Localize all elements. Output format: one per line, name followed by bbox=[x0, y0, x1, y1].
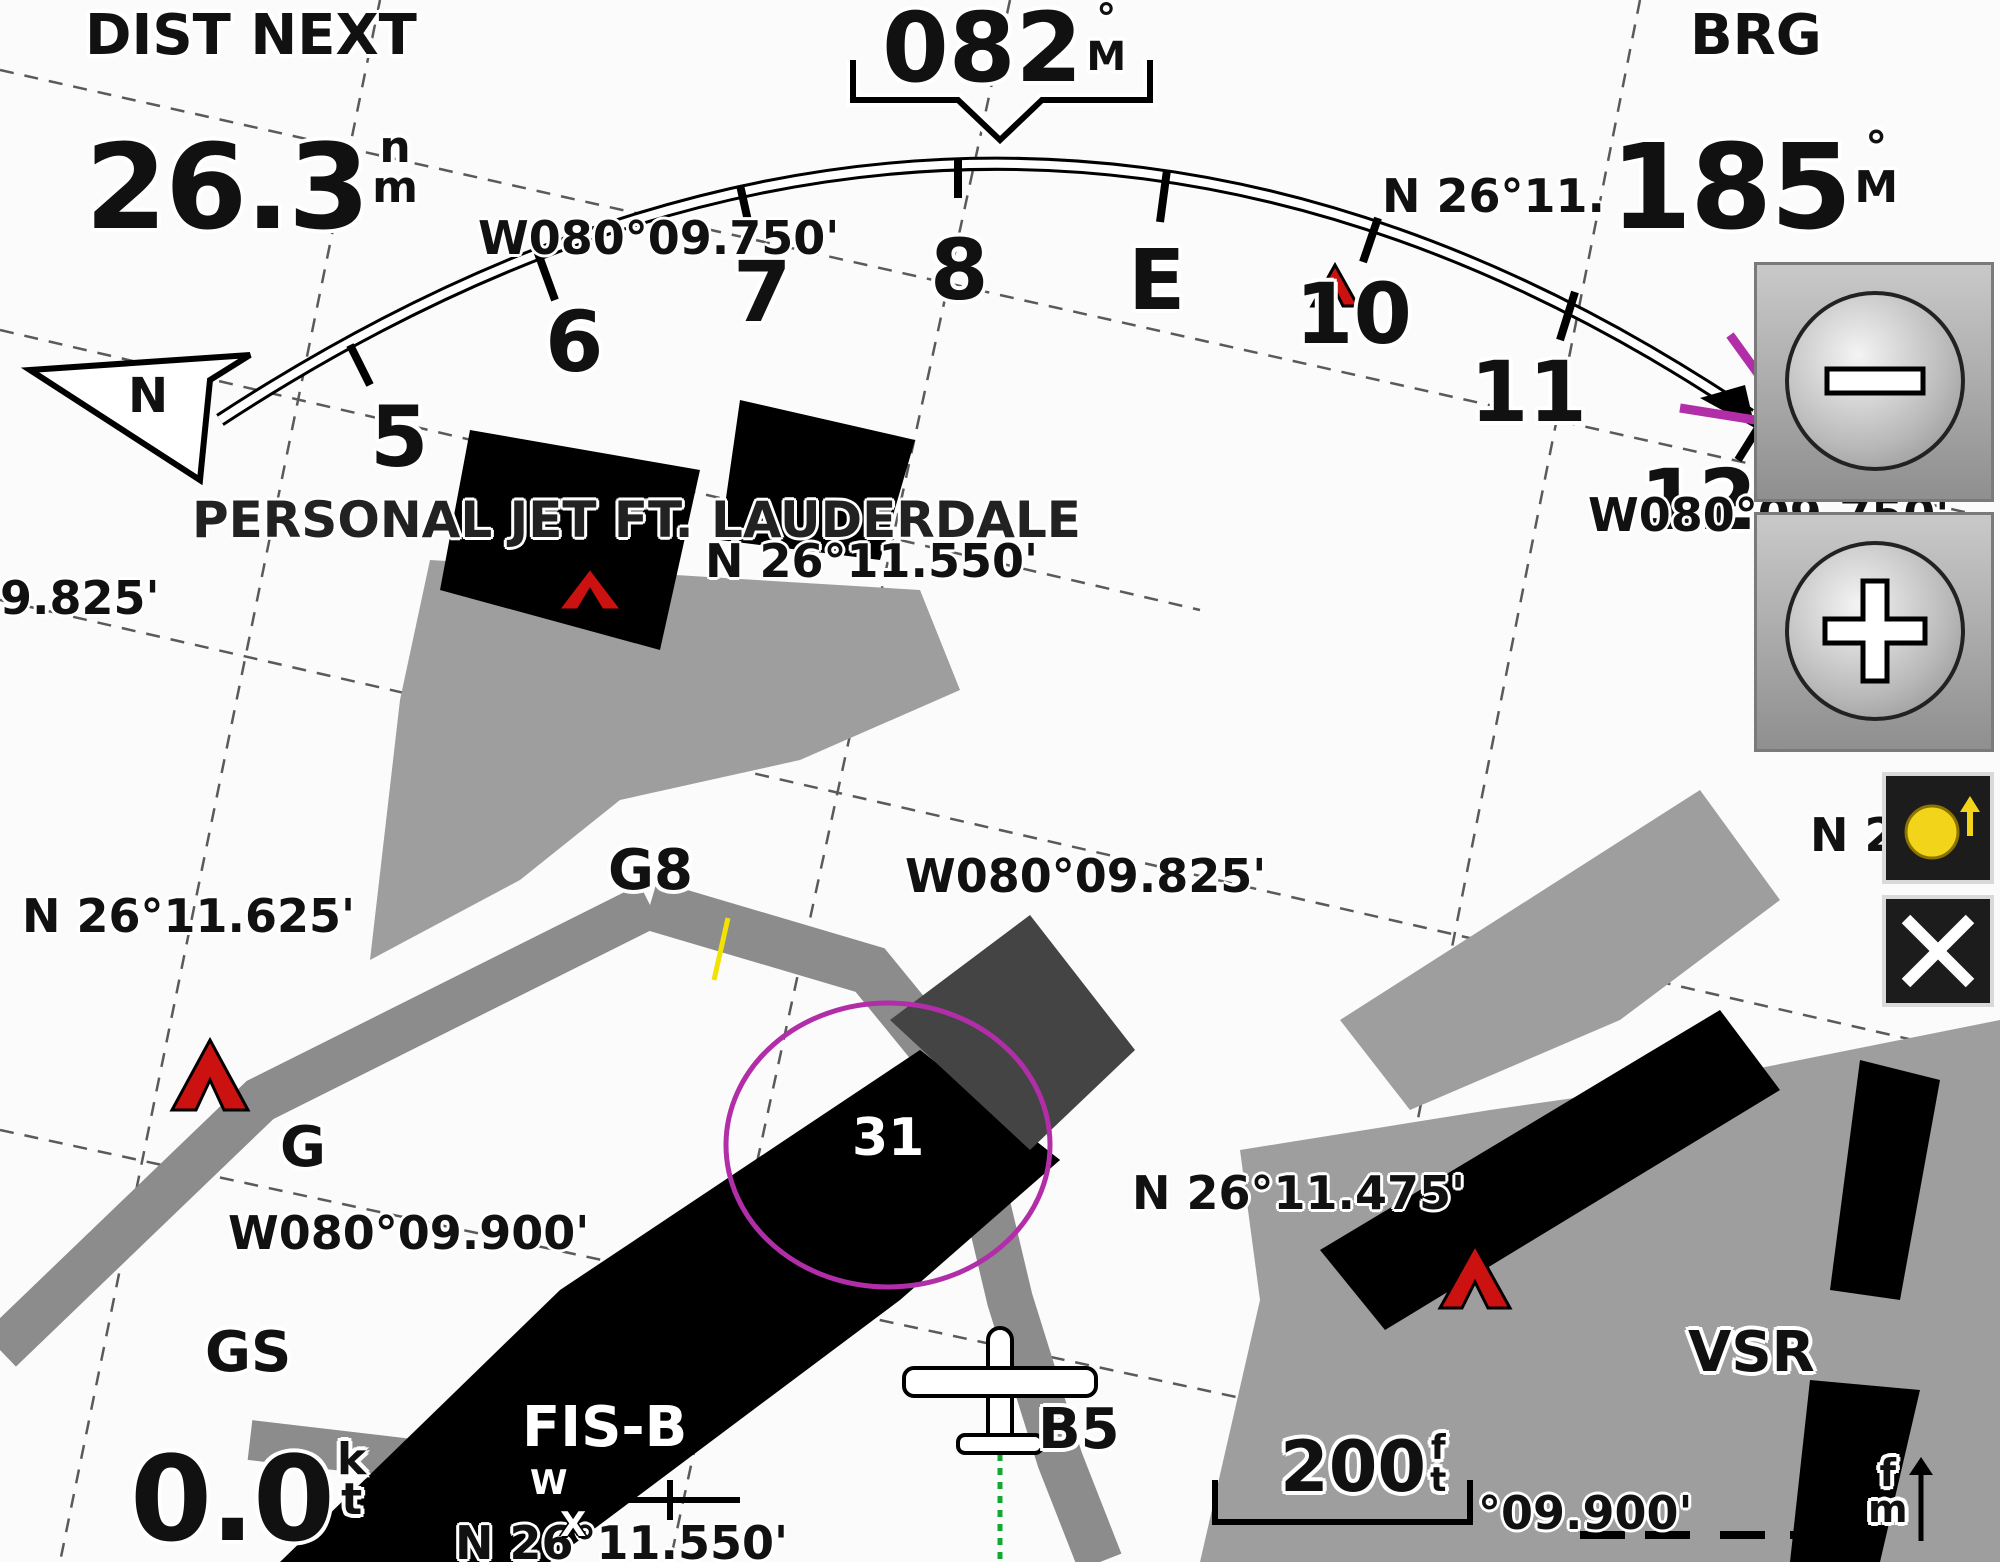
coord-label-w5: W080°09.900' bbox=[228, 1206, 590, 1260]
coord-label-w6: °09.900' bbox=[1478, 1486, 1693, 1540]
north-arrow-label: N bbox=[128, 368, 169, 424]
brightness-button[interactable] bbox=[1882, 772, 1994, 884]
ground-speed-unit-bottom: t bbox=[341, 1474, 363, 1525]
apron-areas bbox=[370, 560, 2000, 1562]
fis-b-label: FIS-B bbox=[522, 1395, 688, 1460]
coord-label-w3: 9.825' bbox=[0, 571, 160, 625]
close-button[interactable] bbox=[1882, 895, 1994, 1007]
heading-readout: 082°M bbox=[882, 0, 1126, 96]
compass-tick-8: 8 bbox=[930, 221, 989, 319]
fis-b-x-label: X bbox=[560, 1505, 587, 1545]
airport-symbols bbox=[169, 261, 1513, 1310]
compass-tick-10: 10 bbox=[1295, 265, 1412, 363]
heading-unit-top: ° bbox=[1096, 0, 1117, 42]
fbo-label: PERSONAL JET FT. LAUDERDALE bbox=[192, 491, 1081, 549]
dist-next-unit-top: n bbox=[379, 122, 411, 173]
coord-label-n6: N 26°11.550' bbox=[455, 1516, 789, 1562]
bearing-unit-bottom: M bbox=[1854, 162, 1899, 213]
dist-next-value: 26.3 bbox=[85, 118, 370, 256]
building bbox=[890, 915, 1135, 1150]
bearing-value: 185 bbox=[1610, 118, 1852, 256]
coord-label-w1: W080°09.750' bbox=[478, 211, 840, 265]
coord-label-n3: N 26°11.625' bbox=[22, 889, 356, 943]
runway-number-label: 31 bbox=[852, 1108, 925, 1168]
up-arrow-icon bbox=[1909, 1457, 1933, 1541]
compass-tick-7: 7 bbox=[733, 243, 792, 341]
plus-icon bbox=[1822, 578, 1928, 684]
bearing-unit-top: ° bbox=[1865, 122, 1888, 173]
compass-tick-5: 5 bbox=[370, 388, 429, 486]
north-arrow-icon bbox=[20, 352, 252, 486]
heading-bracket-line bbox=[850, 60, 1153, 145]
coord-label-n2: N 26°11.550' bbox=[705, 534, 1039, 588]
close-icon bbox=[1901, 914, 1975, 988]
taxiway-g8-label: G8 bbox=[608, 838, 693, 903]
compass-tick-6: 6 bbox=[545, 293, 604, 391]
zoom-in-button[interactable] bbox=[1754, 512, 1994, 752]
units-indicator-bottom: m bbox=[1868, 1487, 1908, 1531]
dist-next-label: DIST NEXT bbox=[85, 3, 417, 68]
compass-tick-11: 11 bbox=[1470, 343, 1587, 441]
compass-tick-12: 12 bbox=[1640, 451, 1757, 549]
scale-value: 200 bbox=[1280, 1426, 1427, 1508]
vsr-label: VSR bbox=[1688, 1320, 1815, 1385]
dist-next-unit-bottom: m bbox=[372, 162, 418, 213]
scale-unit-bottom: t bbox=[1430, 1460, 1447, 1500]
hold-short-line bbox=[711, 917, 731, 981]
compass-arc bbox=[216, 156, 1762, 463]
zoom-in-knob bbox=[1785, 541, 1965, 721]
units-indicator-top: f bbox=[1879, 1451, 1897, 1495]
sun-icon bbox=[1904, 796, 1980, 860]
coord-label-w4: W080°09.825' bbox=[905, 849, 1267, 903]
zoom-out-knob bbox=[1785, 291, 1965, 471]
ground-speed-value: 0.0 bbox=[130, 1430, 335, 1562]
coord-label-n4: N 26°11.475' bbox=[1132, 1166, 1466, 1220]
compass-tick-e: E bbox=[1128, 231, 1186, 329]
scale-unit-top: f bbox=[1430, 1428, 1446, 1468]
ground-speed-label: GS bbox=[205, 1320, 292, 1385]
runways bbox=[280, 400, 1940, 1562]
destination-ring bbox=[723, 1000, 1053, 1290]
fis-b-antenna bbox=[540, 1480, 740, 1520]
heading-unit-bottom: M bbox=[1086, 34, 1127, 80]
coord-label-n1: N 26°11. bbox=[1382, 169, 1606, 223]
bearing-readout: 185°M bbox=[1610, 126, 1899, 247]
minus-icon bbox=[1824, 366, 1926, 396]
bearing-label: BRG bbox=[1690, 3, 1822, 68]
zoom-out-button[interactable] bbox=[1754, 262, 1994, 502]
taxiway-g-label: G bbox=[280, 1115, 326, 1180]
ground-speed-unit-top: k bbox=[337, 1434, 367, 1485]
fis-b-w-label: W bbox=[530, 1463, 568, 1503]
airplane-icon bbox=[902, 1326, 1098, 1455]
taxiway-b5-label: B5 bbox=[1038, 1397, 1120, 1462]
heading-value: 082 bbox=[882, 0, 1083, 104]
scale-bar bbox=[1212, 1480, 1473, 1525]
